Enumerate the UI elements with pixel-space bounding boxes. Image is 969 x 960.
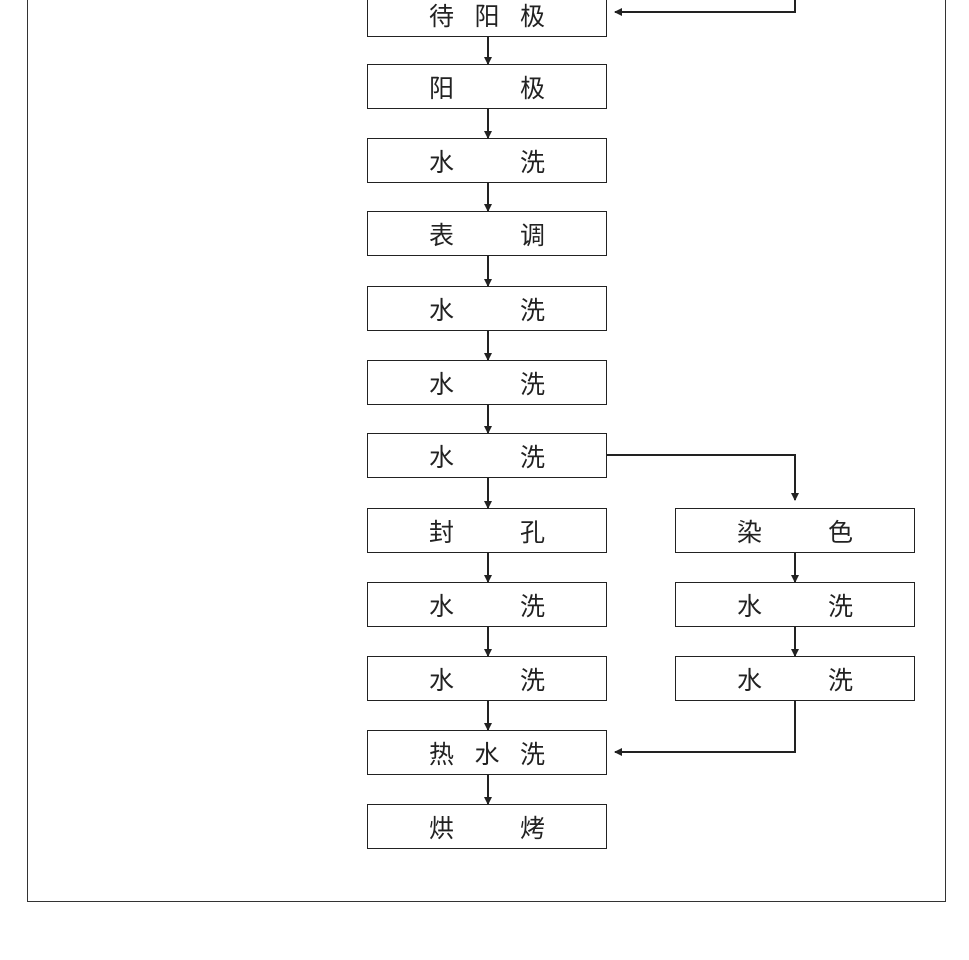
step-label: 水 洗 — [429, 661, 545, 697]
step-label: 热 水 洗 — [429, 735, 545, 771]
step-label: 水 洗 — [429, 587, 545, 623]
step-box-rinse: 水 洗 — [367, 138, 607, 183]
step-char: 封 — [429, 517, 455, 547]
step-char: 烘 — [429, 813, 455, 843]
step-char: 洗 — [519, 665, 545, 695]
step-box-sealing: 封 孔 — [367, 508, 607, 553]
step-char: 烤 — [519, 813, 545, 843]
step-char: 洗 — [519, 442, 545, 472]
step-char: 水 — [737, 591, 763, 621]
diagram-frame — [27, 0, 946, 902]
step-char: 水 — [429, 442, 455, 472]
step-char: 洗 — [519, 295, 545, 325]
return-arrow-to-pre-anodize — [614, 0, 796, 16]
step-label: 染 色 — [737, 513, 853, 549]
step-label: 水 洗 — [429, 438, 545, 474]
step-char: 洗 — [827, 665, 853, 695]
step-box-rinse: 水 洗 — [367, 433, 607, 478]
step-box-rinse: 水 洗 — [367, 360, 607, 405]
step-char: 洗 — [519, 591, 545, 621]
step-char: 洗 — [827, 591, 853, 621]
step-char: 水 — [737, 665, 763, 695]
step-char: 表 — [429, 220, 455, 250]
step-char: 调 — [519, 220, 545, 250]
step-label: 水 洗 — [737, 661, 853, 697]
step-box-surface-conditioning: 表 调 — [367, 211, 607, 256]
step-char: 染 — [737, 517, 763, 547]
step-label: 水 洗 — [429, 365, 545, 401]
step-box-rinse: 水 洗 — [367, 656, 607, 701]
step-box-rinse: 水 洗 — [367, 286, 607, 331]
step-box-anodize: 阳 极 — [367, 64, 607, 109]
step-char: 水 — [429, 295, 455, 325]
step-char: 热 — [429, 739, 455, 769]
step-char: 待 — [429, 1, 455, 31]
step-box-rinse: 水 洗 — [367, 582, 607, 627]
return-arrow-to-hot-rinse — [614, 701, 796, 756]
step-char: 洗 — [519, 147, 545, 177]
step-label: 烘 烤 — [429, 809, 545, 845]
step-char: 阳 — [429, 73, 455, 103]
step-label: 阳 极 — [429, 69, 545, 105]
step-box-rinse: 水 洗 — [675, 656, 915, 701]
step-char: 水 — [474, 739, 500, 769]
step-label: 水 洗 — [737, 587, 853, 623]
step-label: 表 调 — [429, 216, 545, 252]
step-char: 洗 — [519, 369, 545, 399]
step-box-bake: 烘 烤 — [367, 804, 607, 849]
step-label: 水 洗 — [429, 143, 545, 179]
step-char: 极 — [519, 1, 545, 31]
step-char: 孔 — [519, 517, 545, 547]
step-char: 水 — [429, 665, 455, 695]
step-char: 水 — [429, 369, 455, 399]
step-label: 待 阳 极 — [429, 0, 545, 33]
step-box-dyeing: 染 色 — [675, 508, 915, 553]
step-char: 洗 — [519, 739, 545, 769]
step-label: 封 孔 — [429, 513, 545, 549]
step-box-pre-anodize: 待 阳 极 — [367, 0, 607, 37]
step-char: 水 — [429, 147, 455, 177]
step-char: 阳 — [474, 1, 500, 31]
step-label: 水 洗 — [429, 291, 545, 327]
branch-arrow-to-dyeing — [607, 454, 799, 501]
step-box-hot-water-rinse: 热 水 洗 — [367, 730, 607, 775]
step-char: 极 — [519, 73, 545, 103]
step-box-rinse: 水 洗 — [675, 582, 915, 627]
step-char: 色 — [827, 517, 853, 547]
step-char: 水 — [429, 591, 455, 621]
